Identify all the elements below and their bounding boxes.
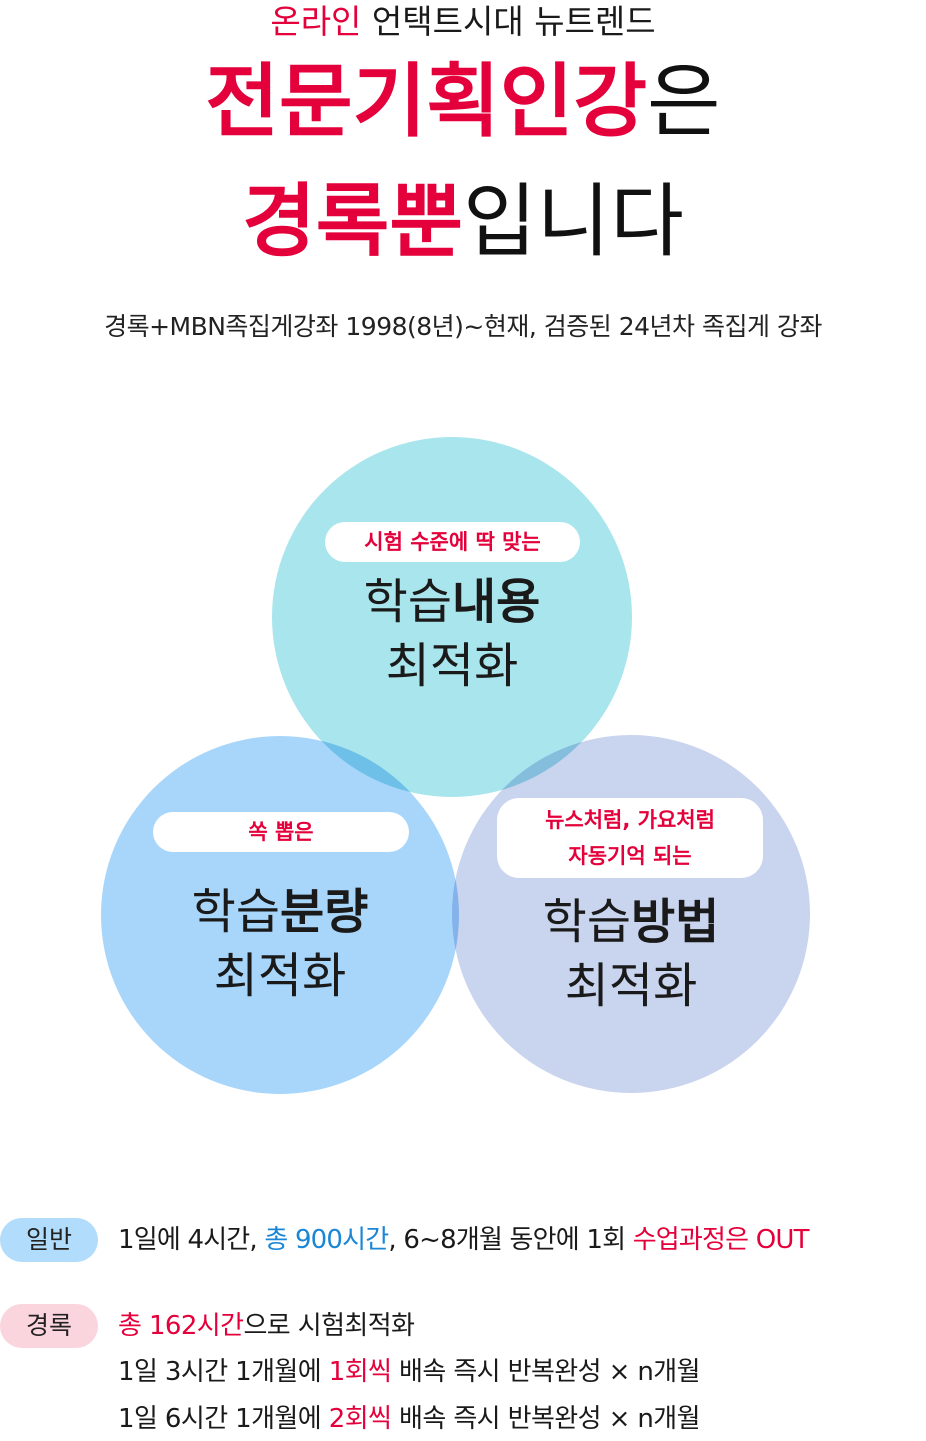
label-content-line2: 최적화 (385, 638, 519, 694)
headline-1-highlight: 전문기획인강 (205, 55, 647, 148)
kicker-rest: 언택트시대 뉴트렌드 (361, 2, 656, 41)
label-amount-line1: 학습분량 (101, 880, 459, 944)
tag-content: 시험 수준에 딱 맞는 (325, 522, 580, 562)
badge-gyeongrok: 경록 (0, 1304, 98, 1348)
label-content-a: 학습 (363, 574, 452, 630)
gyeongrok-l1-a: 총 162시간 (118, 1311, 244, 1341)
label-amount: 학습분량 최적화 (101, 880, 459, 1008)
headline-1-rest: 은 (647, 55, 721, 148)
label-method-line2: 최적화 (564, 958, 698, 1014)
tag-method-line2: 자동기억 되는 (568, 844, 692, 868)
tag-method-line1: 뉴스처럼, 가요처럼 (545, 808, 715, 832)
label-content: 학습내용 최적화 (272, 570, 632, 698)
label-content-b: 내용 (452, 574, 541, 630)
badge-general: 일반 (0, 1218, 98, 1262)
gyeongrok-line-1: 총 162시간으로 시험최적화 (118, 1304, 415, 1348)
tag-amount: 쏙 뽑은 (153, 812, 409, 852)
gyeongrok-l2-b: 1회씩 (328, 1357, 392, 1387)
gyeongrok-l3-c: 배속 즉시 반복완성 × n개월 (391, 1404, 701, 1434)
label-method-a: 학습 (542, 894, 631, 950)
subline-text: 경록+MBN족집게강좌 1998(8년)~현재, 검증된 24년차 족집게 강좌 (104, 312, 822, 341)
general-description: 1일에 4시간, 총 900시간, 6~8개월 동안에 1회 수업과정은 OUT (118, 1218, 810, 1262)
gyeongrok-line-3: 1일 6시간 1개월에 2회씩 배속 즉시 반복완성 × n개월 (118, 1397, 701, 1441)
general-t1: 1일에 4시간, (118, 1225, 265, 1255)
gyeongrok-l3-b: 2회씩 (328, 1404, 392, 1434)
headline-line-2: 경록뿐입니다 (0, 172, 926, 272)
gyeongrok-l2-c: 배속 즉시 반복완성 × n개월 (391, 1357, 701, 1387)
tag-method: 뉴스처럼, 가요처럼 자동기억 되는 (497, 798, 763, 878)
circle-content (272, 437, 632, 797)
label-method: 학습방법 최적화 (452, 890, 810, 1018)
venn-diagram: 시험 수준에 딱 맞는 학습내용 최적화 쏙 뽑은 학습분량 최적화 뉴스처럼,… (0, 420, 926, 1120)
circle-amount (101, 736, 459, 1094)
label-method-b: 방법 (631, 894, 720, 950)
headline-2-rest: 입니다 (463, 175, 684, 268)
label-method-line1: 학습방법 (452, 890, 810, 954)
gyeongrok-line-2: 1일 3시간 1개월에 1회씩 배속 즉시 반복완성 × n개월 (118, 1350, 701, 1394)
general-t4: 수업과정은 OUT (632, 1225, 810, 1255)
kicker-text: 온라인 언택트시대 뉴트렌드 (0, 0, 926, 44)
headline-2-highlight: 경록뿐 (242, 175, 463, 268)
kicker-highlight: 온라인 (270, 2, 362, 41)
general-t3: , 6~8개월 동안에 1회 (388, 1225, 633, 1255)
gyeongrok-l1-b: 으로 시험최적화 (243, 1311, 415, 1341)
gyeongrok-l2-a: 1일 3시간 1개월에 (118, 1357, 329, 1387)
label-amount-a: 학습 (191, 884, 280, 940)
circle-method (452, 735, 810, 1093)
label-amount-b: 분량 (280, 884, 369, 940)
general-t2: 총 900시간 (264, 1225, 389, 1255)
label-amount-line2: 최적화 (213, 948, 347, 1004)
gyeongrok-l3-a: 1일 6시간 1개월에 (118, 1404, 329, 1434)
headline-line-1: 전문기획인강은 (0, 52, 926, 152)
label-content-line1: 학습내용 (272, 570, 632, 634)
